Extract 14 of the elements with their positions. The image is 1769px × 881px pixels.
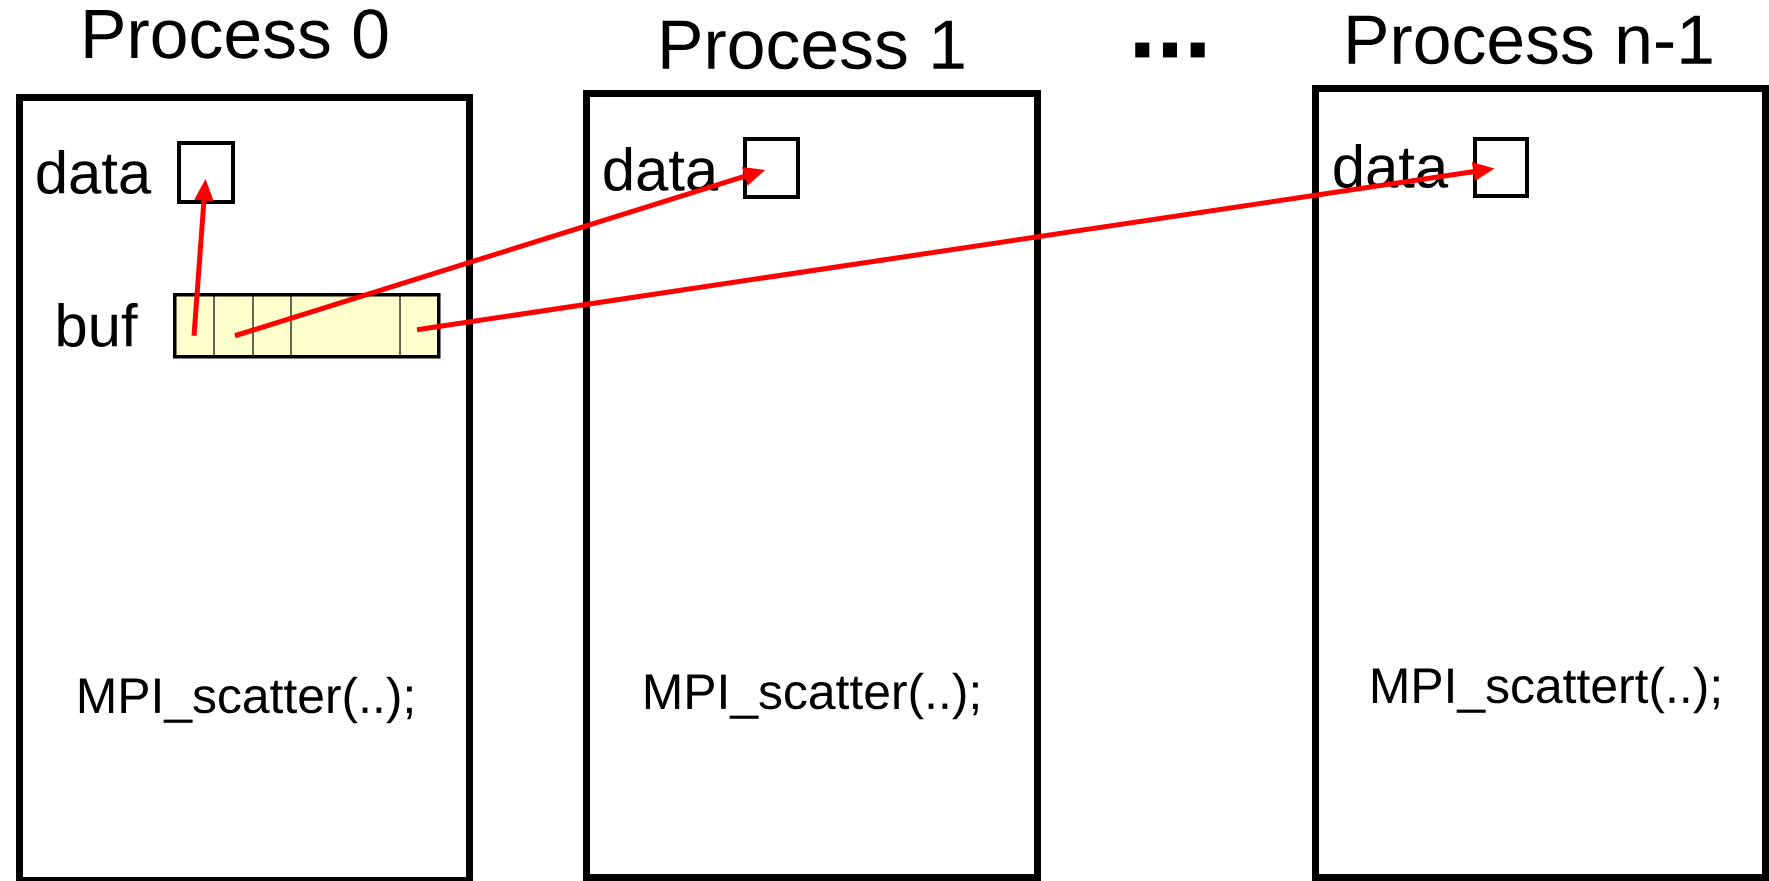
function-call: MPI_scattert(..); — [1372, 666, 1719, 714]
function-call: MPI_scatter(..); — [645, 672, 978, 720]
data-box — [743, 137, 800, 199]
ellipsis: ... — [1135, 42, 1205, 58]
data-box — [1473, 137, 1529, 198]
data-box — [177, 141, 235, 204]
function-call: MPI_scatter(..); — [79, 676, 412, 724]
process-title: Process 1 — [662, 20, 964, 70]
process-title: Process n-1 — [1348, 15, 1712, 65]
buffer-label: buf — [58, 303, 138, 347]
process-title: Process 0 — [85, 9, 388, 59]
variable-label: data — [37, 150, 152, 194]
buffer-array — [173, 292, 441, 359]
variable-label: data — [604, 147, 719, 191]
